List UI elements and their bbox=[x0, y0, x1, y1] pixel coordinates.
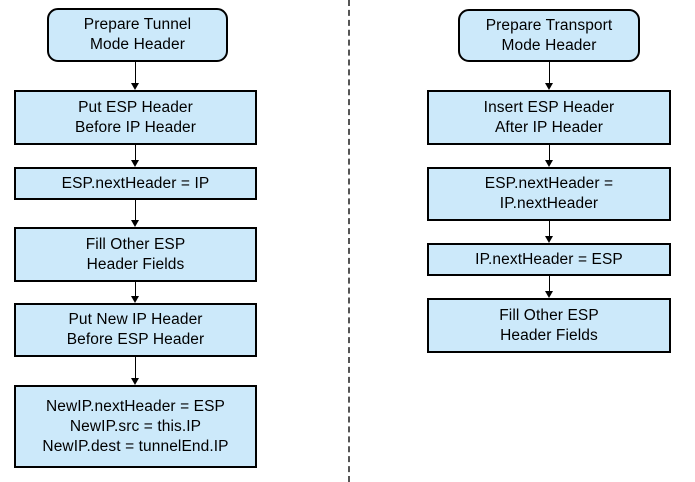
arrowhead-icon bbox=[545, 160, 553, 167]
flow-connector-line bbox=[135, 357, 136, 379]
flow-connector-line bbox=[135, 145, 136, 161]
flow-node-label-line: Put New IP Header bbox=[68, 311, 203, 328]
flow-node-label-line: IP.nextHeader bbox=[499, 195, 599, 212]
flow-node-label-line: Before IP Header bbox=[74, 118, 197, 136]
flow-node-label-line: ESP.nextHeader = IP bbox=[61, 174, 210, 192]
flow-node-label-line: Prepare Transport bbox=[485, 16, 613, 34]
arrowhead-icon bbox=[545, 236, 553, 243]
flow-node-label-line: Prepare Tunnel bbox=[83, 16, 192, 33]
flow-node-tunnel-step-2[interactable]: ESP.nextHeader = IP bbox=[14, 167, 257, 200]
flow-node-label-line: Fill Other ESP bbox=[85, 235, 186, 253]
arrowhead-icon bbox=[131, 378, 139, 385]
flow-connector-line bbox=[549, 145, 550, 161]
flow-node-label-line: Insert ESP Header bbox=[483, 98, 615, 116]
arrowhead-icon bbox=[131, 160, 139, 167]
vertical-dashed-divider bbox=[348, 0, 350, 482]
arrowhead-icon bbox=[131, 220, 139, 227]
flow-connector-line bbox=[135, 62, 136, 84]
flow-node-label-line: ESP.nextHeader = bbox=[484, 175, 614, 192]
flow-node-label-line: Put ESP Header bbox=[78, 98, 193, 116]
flow-node-label-line: NewIP.nextHeader = ESP bbox=[46, 397, 225, 415]
flow-node-label-line: Header Fields bbox=[500, 326, 598, 344]
arrowhead-icon bbox=[131, 296, 139, 303]
flow-connector-line bbox=[549, 276, 550, 292]
flow-node-tunnel-step-3[interactable]: Fill Other ESP Header Fields bbox=[14, 227, 257, 282]
flow-connector-line bbox=[135, 200, 136, 221]
arrowhead-icon bbox=[545, 291, 553, 298]
flow-node-label-line: Fill Other ESP bbox=[499, 306, 599, 324]
arrowhead-icon bbox=[545, 83, 553, 90]
flow-node-tunnel-step-5[interactable]: NewIP.nextHeader = ESP NewIP.src = this.I… bbox=[14, 385, 257, 468]
flow-node-label-line: NewIP.dest = tunnelEnd.IP bbox=[42, 437, 229, 455]
flow-node-label-line: IP.nextHeader = ESP bbox=[475, 250, 623, 268]
flow-node-label-line: Mode Header bbox=[501, 36, 597, 54]
flow-node-label-line: Header Fields bbox=[86, 255, 185, 273]
flow-node-transport-step-2[interactable]: ESP.nextHeader = IP.nextHeader bbox=[427, 167, 671, 221]
arrowhead-icon bbox=[131, 83, 139, 90]
flow-node-label-line: Mode Header bbox=[89, 36, 186, 53]
flow-connector-line bbox=[549, 62, 550, 84]
flow-connector-line bbox=[549, 221, 550, 237]
flow-connector-line bbox=[135, 282, 136, 297]
flow-node-label-line: NewIP.src = this.IP bbox=[69, 417, 202, 435]
flow-node-transport-step-3[interactable]: IP.nextHeader = ESP bbox=[427, 243, 671, 276]
flow-node-transport-step-4[interactable]: Fill Other ESP Header Fields bbox=[427, 298, 671, 353]
flow-node-label-line: After IP Header bbox=[494, 118, 604, 136]
flow-node-label-line: Before ESP Header bbox=[66, 331, 205, 348]
